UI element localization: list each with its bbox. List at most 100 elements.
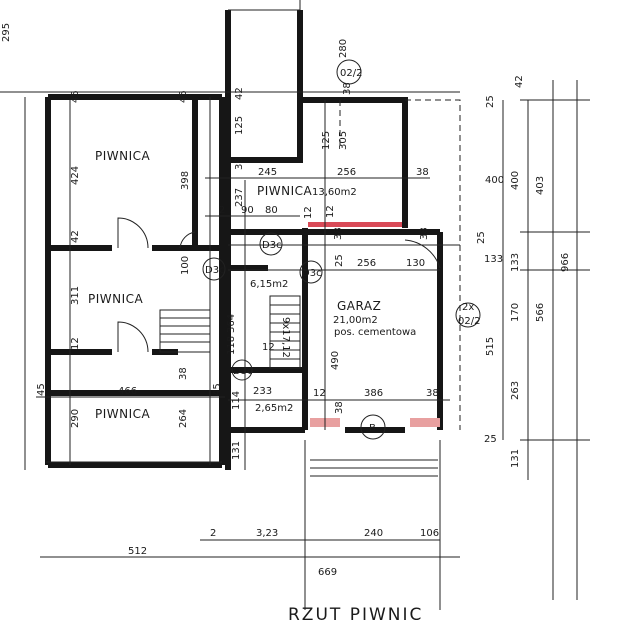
dimension-label: 38 bbox=[342, 82, 353, 95]
dimension-label: 25 bbox=[484, 434, 497, 445]
center-block-walls bbox=[225, 0, 443, 470]
tag-d3c-2: D3c bbox=[205, 265, 225, 276]
dimension-label: 100 bbox=[180, 256, 191, 275]
dimension-label: 12 bbox=[325, 205, 336, 218]
dimension-label: 25 bbox=[476, 231, 487, 244]
dimension-label: 256 bbox=[357, 258, 376, 269]
dimension-label: 25 bbox=[334, 254, 345, 267]
dimension-label: 490 bbox=[330, 351, 341, 370]
dimension-label: 305 bbox=[338, 131, 349, 150]
dimension-label: 466 bbox=[118, 386, 137, 397]
dimension-label: 25 bbox=[485, 95, 496, 108]
dimension-label: 45 bbox=[36, 383, 47, 396]
dimension-label: 669 bbox=[318, 567, 337, 578]
dimension-label: 311 bbox=[70, 286, 81, 305]
dimension-label: 364 bbox=[226, 314, 237, 333]
dims-right: 400 400 403 133 133 170 515 566 966 263 … bbox=[484, 95, 571, 468]
dimension-label: 170 bbox=[510, 303, 521, 322]
room-label-piwnica-2: PIWNICA bbox=[88, 292, 144, 306]
dimension-label: 38 bbox=[419, 227, 430, 240]
dimension-label: 256 bbox=[337, 167, 356, 178]
room-area-piwnica-4: 13,60m2 bbox=[312, 187, 357, 198]
tag-d3c-1: D3c bbox=[262, 240, 282, 251]
dimension-label: 133 bbox=[510, 253, 521, 272]
dimension-label: 12 bbox=[262, 342, 275, 353]
dimension-label: 12 bbox=[303, 206, 314, 219]
tag-d3c-3: D3c bbox=[302, 268, 322, 279]
dimension-label: 386 bbox=[364, 388, 383, 399]
dimension-label: 45 bbox=[70, 90, 81, 103]
dimension-label: 38 bbox=[333, 227, 344, 240]
dimension-label: 264 bbox=[178, 409, 189, 428]
left-block-walls bbox=[45, 94, 225, 468]
dimension-label: 133 bbox=[484, 254, 503, 265]
room-label-piwnica-4: PIWNICA bbox=[257, 184, 313, 198]
dimension-label: 400 bbox=[485, 175, 504, 186]
room-area-small-1: 6,15m2 bbox=[250, 279, 288, 290]
room-area-garaz: 21,00m2 bbox=[333, 315, 378, 326]
tag-02-2-top: 02/2 bbox=[340, 68, 362, 79]
dimension-label: 38 bbox=[178, 367, 189, 380]
garage-details bbox=[304, 99, 461, 610]
dimension-label: 515 bbox=[485, 337, 496, 356]
dimension-label: 80 bbox=[265, 205, 278, 216]
dimension-label: 38 bbox=[416, 167, 429, 178]
stair-label: 9x17,12 bbox=[280, 317, 291, 358]
marker-bottom-right bbox=[410, 418, 440, 427]
room-label-garaz: GARAZ bbox=[337, 299, 381, 313]
dimension-label: 512 bbox=[128, 546, 147, 557]
dimension-label: 130 bbox=[406, 258, 425, 269]
room-label-piwnica-1: PIWNICA bbox=[95, 149, 151, 163]
room-area-small-2: 2,65m2 bbox=[255, 403, 293, 414]
tag-circles bbox=[202, 59, 481, 440]
dimension-label: 233 bbox=[253, 386, 272, 397]
dimension-label: 12 bbox=[70, 337, 81, 350]
tag-d3c-4: D3c bbox=[233, 366, 253, 377]
dimension-lines bbox=[0, 80, 590, 600]
dimension-label: 42 bbox=[514, 75, 525, 88]
dimension-label: 237 bbox=[234, 188, 245, 207]
dimension-label: 114 bbox=[231, 391, 242, 410]
dimension-label: 45 bbox=[212, 383, 223, 396]
dimension-label: 295 bbox=[1, 23, 12, 42]
dimension-label: 131 bbox=[231, 441, 242, 460]
room-floor-garaz: pos. cementowa bbox=[334, 327, 416, 338]
dimension-label: 290 bbox=[70, 409, 81, 428]
dimension-label: 966 bbox=[560, 253, 571, 272]
dimension-label: 38 bbox=[426, 388, 439, 399]
door-swings-left bbox=[117, 217, 196, 353]
dimension-label: 263 bbox=[510, 381, 521, 400]
dimension-label: 106 bbox=[420, 528, 439, 539]
drawing-title: RZUT PIWNIC bbox=[288, 605, 423, 623]
dimension-label: 90 bbox=[241, 205, 254, 216]
dimension-label: 125 bbox=[234, 116, 245, 135]
dimension-label: 245 bbox=[258, 167, 277, 178]
dimension-label: 42 bbox=[234, 87, 245, 100]
dimension-label: 280 bbox=[338, 39, 349, 58]
dims-top: 245 256 38 90 80 2 12 38 237 38 125 305 … bbox=[1, 23, 525, 240]
dimension-label: 2 bbox=[210, 528, 216, 539]
dimension-label: 3,23 bbox=[256, 528, 278, 539]
dimension-label: 12 bbox=[313, 388, 326, 399]
dims-middle: 256 130 12 25 38 25 100 311 364 118 12 2… bbox=[36, 90, 487, 460]
dimension-label: 424 bbox=[70, 166, 81, 185]
dimension-label: 2 bbox=[219, 205, 225, 216]
dimension-label: 131 bbox=[510, 449, 521, 468]
dimension-label: 398 bbox=[180, 171, 191, 190]
dimension-label: 118 bbox=[226, 336, 237, 355]
dimension-label: 125 bbox=[321, 131, 332, 150]
dimension-label: 403 bbox=[535, 176, 546, 195]
marker-top bbox=[308, 222, 402, 227]
tag-2x: 2x bbox=[462, 302, 474, 313]
dimension-label: 38 bbox=[334, 401, 345, 414]
tag-b: B bbox=[369, 423, 376, 434]
dimension-label: 400 bbox=[510, 171, 521, 190]
dimension-label: 42 bbox=[70, 230, 81, 243]
dimension-label: 566 bbox=[535, 303, 546, 322]
dimension-label: 38 bbox=[234, 157, 245, 170]
tag-02-2-right: 02/2 bbox=[458, 316, 480, 327]
dims-bottom: 2 3,23 240 106 512 669 bbox=[128, 528, 439, 578]
room-label-piwnica-3: PIWNICA bbox=[95, 407, 151, 421]
dimension-label: 45 bbox=[178, 90, 189, 103]
